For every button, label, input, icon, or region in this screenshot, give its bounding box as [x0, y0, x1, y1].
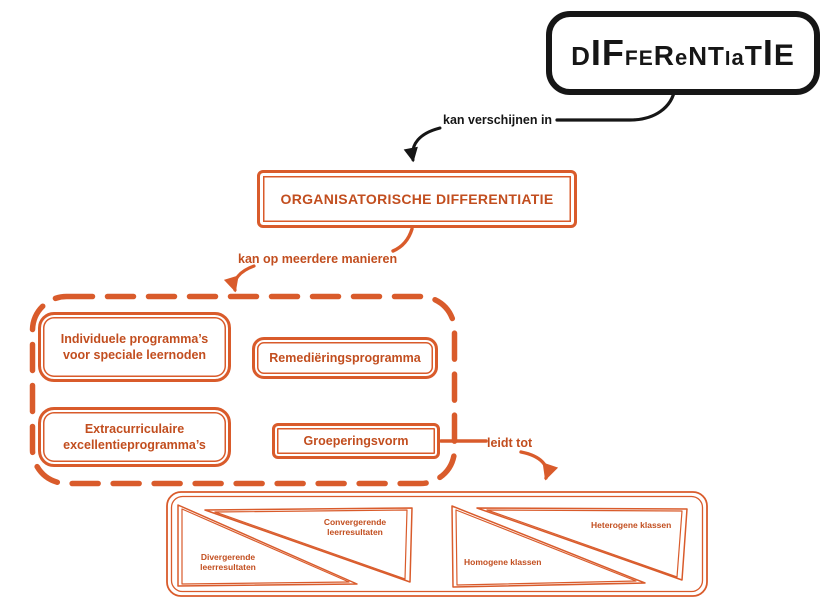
remedieringsprogramma-node: Remediëringsprogramma — [252, 337, 438, 379]
edge-ways-line — [391, 227, 414, 253]
edge-leads-arrow — [519, 450, 559, 481]
grouping-diagram-frame — [166, 491, 708, 597]
differentiatie-node: DIFFEReNTIaTIE — [546, 11, 820, 95]
edge-leads-label: leidt tot — [487, 436, 533, 450]
remedieringsprogramma-label: Remediëringsprogramma — [269, 350, 421, 365]
groeperingsvorm-label: Groeperingsvorm — [303, 433, 409, 448]
homogene-klassen-label: Homogene klassen — [464, 557, 542, 567]
heterogene-klassen-label: Heterogene klassen — [591, 520, 672, 530]
edge-appear-label: kan verschijnen in — [443, 113, 553, 127]
differentiatie-title: DIFFEReNTIaTIE — [571, 32, 795, 73]
divergerende-leerresultaten-label: Divergerende leerresultaten — [200, 552, 256, 573]
edge-appear-arrow — [403, 126, 442, 163]
extracurriculaire-programmas-label: Extracurriculaire excellentieprogramma’s — [63, 421, 206, 452]
edge-ways-label: kan op meerdere manieren — [238, 252, 398, 266]
individuele-programmas-label: Individuele programma’s voor speciale le… — [60, 331, 209, 362]
heterogene-wedge — [476, 507, 688, 581]
individuele-programmas-node: Individuele programma’s voor speciale le… — [38, 312, 231, 382]
homogene-wedge — [451, 505, 646, 588]
organisatorische-differentiatie-label: ORGANISATORISCHE DIFFERENTIATIE — [280, 191, 554, 207]
extracurriculaire-programmas-node: Extracurriculaire excellentieprogramma’s — [38, 407, 231, 467]
organisatorische-differentiatie-node: ORGANISATORISCHE DIFFERENTIATIE — [257, 170, 577, 228]
edge-ways-arrow — [223, 264, 256, 293]
convergerende-leerresultaten-label: Convergerende leerresultaten — [323, 517, 387, 538]
groeperingsvorm-node: Groeperingsvorm — [272, 423, 440, 459]
